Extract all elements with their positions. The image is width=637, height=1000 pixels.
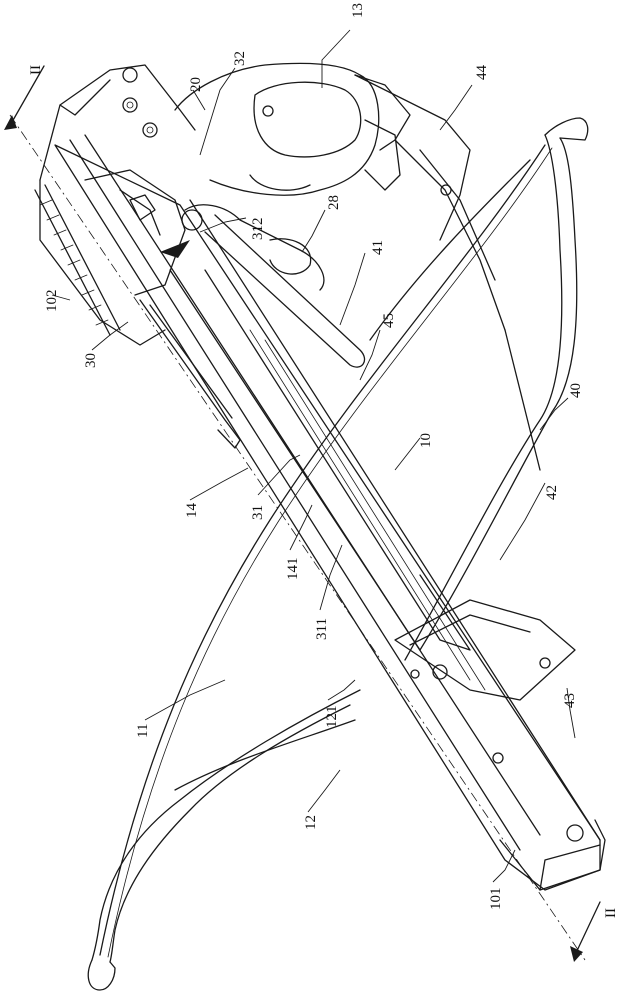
label-45: 45: [381, 313, 397, 328]
rear-stock: [34, 64, 241, 449]
support-frame: [354, 74, 541, 471]
label-311: 311: [314, 618, 330, 640]
label-31: 31: [250, 505, 266, 520]
label-12: 12: [303, 815, 319, 830]
section-line: [4, 65, 601, 962]
section-labels: II II: [28, 65, 619, 918]
label-28: 28: [326, 195, 342, 210]
label-11: 11: [135, 724, 151, 738]
label-32: 32: [232, 51, 248, 66]
label-41: 41: [370, 240, 386, 255]
label-14: 14: [184, 503, 200, 519]
section-mark-top: II: [28, 65, 44, 75]
label-13: 13: [350, 3, 366, 18]
reference-labels: 13 44 20 32 28 312 41 102 45 30 40 10 14…: [44, 3, 584, 910]
bow-limbs: [87, 117, 589, 991]
label-44: 44: [474, 65, 490, 81]
label-121: 121: [324, 706, 340, 729]
label-40: 40: [568, 383, 584, 398]
leader-lines: [51, 29, 576, 883]
label-312: 312: [250, 218, 266, 241]
label-20: 20: [188, 77, 204, 92]
label-10: 10: [418, 433, 434, 448]
label-43: 43: [562, 693, 578, 708]
label-42: 42: [544, 485, 560, 500]
label-102: 102: [44, 290, 60, 313]
label-141: 141: [285, 558, 301, 581]
label-101: 101: [488, 888, 504, 911]
main-rail: [54, 134, 606, 891]
section-mark-bottom: II: [603, 908, 619, 918]
grip: [174, 62, 411, 368]
label-30: 30: [83, 353, 99, 368]
